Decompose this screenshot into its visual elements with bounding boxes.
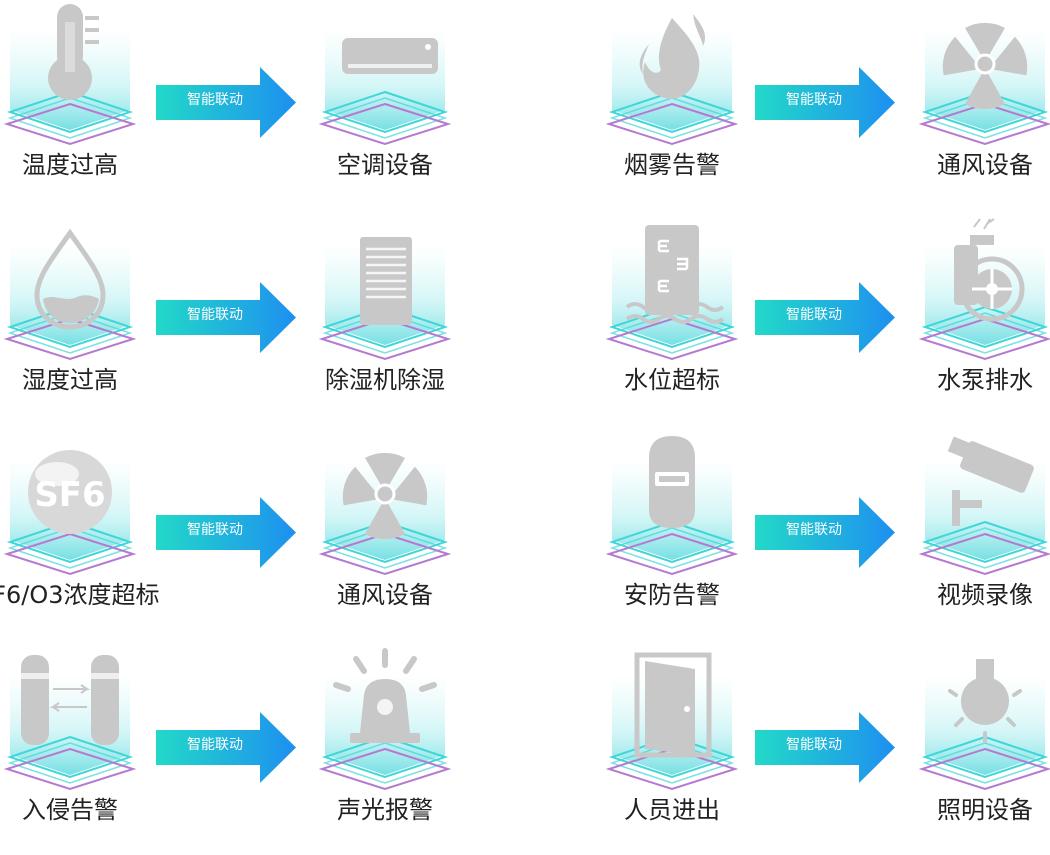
linkage-label: 智能联动: [786, 307, 842, 323]
air-conditioner-icon: [318, 30, 452, 146]
linkage-label: 智能联动: [187, 307, 243, 323]
air-conditioner-node: 空调设备: [310, 0, 460, 200]
light-bulb-node: 照明设备: [910, 645, 1050, 845]
dehumidifier-node: 除湿机除湿: [310, 215, 460, 415]
thermometer-icon: [3, 4, 137, 146]
alarm-siren-icon: [318, 648, 452, 791]
arrow-right-icon: [156, 67, 296, 138]
ventilation-fan-icon: [918, 22, 1050, 146]
water-pump-node: 水泵排水: [910, 215, 1050, 415]
water-drop-icon: [3, 228, 137, 361]
node-label: 视频录像: [937, 581, 1033, 609]
linkage-label: 智能联动: [187, 92, 243, 108]
node-label: 水泵排水: [937, 366, 1033, 394]
linkage-arrow: 智能联动: [755, 710, 895, 785]
sf6-gas-icon: SF6: [3, 450, 137, 576]
linkage-arrow: 智能联动: [755, 280, 895, 355]
arrow-right-icon: [755, 497, 895, 568]
node-label: 声光报警: [337, 796, 433, 824]
node-label: 通风设备: [937, 151, 1033, 179]
dehumidifier-icon: [318, 237, 452, 361]
linkage-label: 智能联动: [786, 737, 842, 753]
water-level-icon: [605, 225, 739, 361]
light-bulb-icon: [918, 659, 1050, 791]
linkage-arrow: 智能联动: [156, 65, 296, 140]
arrow-right-icon: [755, 282, 895, 353]
linkage-label: 智能联动: [786, 92, 842, 108]
linkage-row: 入侵告警 智能联动 声光报警: [0, 645, 1050, 855]
arrow-right-icon: [156, 497, 296, 568]
linkage-row: SF6 SF6/O3浓度超标 智能联动 通风设备 安防告警: [0, 430, 1050, 640]
alarm-siren-node: 声光报警: [310, 645, 460, 845]
svg-text:SF6: SF6: [34, 475, 105, 515]
motion-detector-node: 安防告警: [597, 430, 747, 630]
node-label: 安防告警: [624, 581, 720, 609]
water-level-node: 水位超标: [597, 215, 747, 415]
fire-icon: [605, 14, 739, 146]
ventilation-fan-icon: [318, 452, 452, 576]
fire-node: 烟雾告警: [597, 0, 747, 200]
linkage-row: 温度过高 智能联动 空调设备 烟雾告警 智能联动: [0, 0, 1050, 210]
linkage-arrow: 智能联动: [156, 495, 296, 570]
linkage-label: 智能联动: [187, 522, 243, 538]
linkage-arrow: 智能联动: [755, 65, 895, 140]
ventilation-fan-node: 通风设备: [910, 0, 1050, 200]
door-node: 人员进出: [597, 645, 747, 845]
arrow-right-icon: [156, 712, 296, 783]
cctv-camera-node: 视频录像: [910, 430, 1050, 630]
node-label: 湿度过高: [22, 366, 118, 394]
cctv-camera-icon: [918, 436, 1050, 576]
water-drop-node: 湿度过高: [0, 215, 145, 415]
node-label: 入侵告警: [22, 796, 118, 824]
linkage-label: 智能联动: [187, 737, 243, 753]
node-label: 照明设备: [937, 796, 1033, 824]
motion-detector-icon: [605, 436, 739, 576]
arrow-right-icon: [156, 282, 296, 353]
node-label: 空调设备: [337, 151, 433, 179]
linkage-label: 智能联动: [786, 522, 842, 538]
door-icon: [605, 652, 739, 791]
infrared-beam-icon: [3, 655, 137, 791]
linkage-arrow: 智能联动: [156, 280, 296, 355]
node-label: 烟雾告警: [624, 151, 720, 179]
infrared-beam-node: 入侵告警: [0, 645, 145, 845]
arrow-right-icon: [755, 712, 895, 783]
node-label: 除湿机除湿: [325, 366, 445, 394]
linkage-arrow: 智能联动: [755, 495, 895, 570]
linkage-row: 湿度过高 智能联动 除湿机除湿: [0, 215, 1050, 425]
thermometer-node: 温度过高: [0, 0, 145, 200]
node-label: SF6/O3浓度超标: [0, 581, 160, 609]
arrow-right-icon: [755, 67, 895, 138]
node-label: 水位超标: [624, 366, 720, 394]
node-label: 通风设备: [337, 581, 433, 609]
sf6-gas-node: SF6 SF6/O3浓度超标: [0, 430, 160, 630]
water-pump-icon: [918, 218, 1050, 361]
linkage-arrow: 智能联动: [156, 710, 296, 785]
node-label: 温度过高: [22, 151, 118, 179]
ventilation-fan-node: 通风设备: [310, 430, 460, 630]
node-label: 人员进出: [624, 796, 720, 824]
